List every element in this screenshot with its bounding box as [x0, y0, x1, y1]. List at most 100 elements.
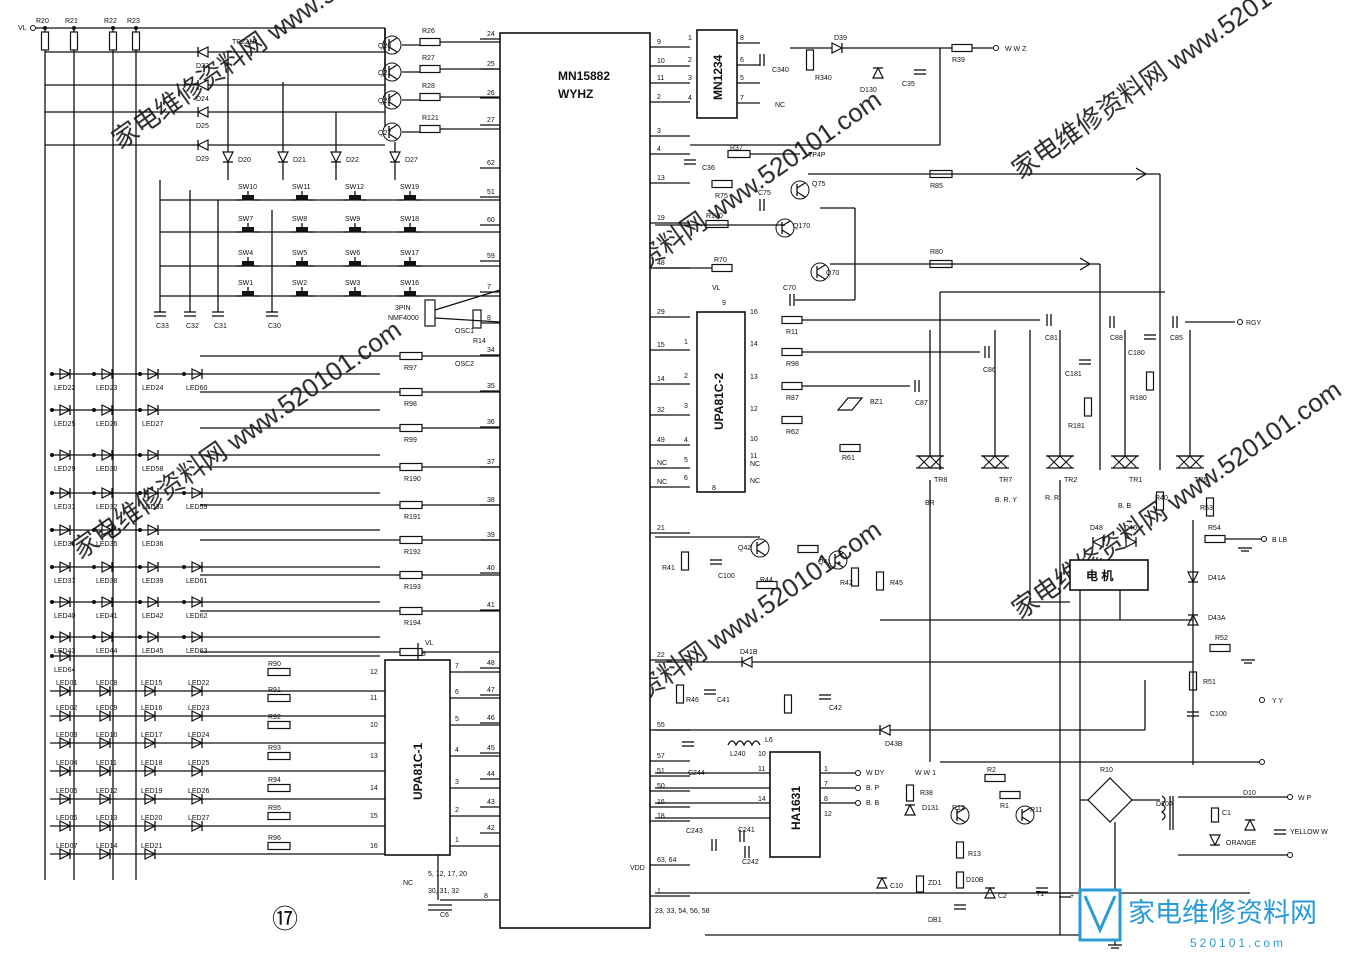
- resistor: [781, 415, 803, 425]
- reg-nc: NC: [775, 102, 785, 109]
- resistor-label: ZD1: [928, 880, 941, 887]
- resistor: [108, 31, 118, 51]
- wire: [956, 816, 966, 823]
- resistor: [267, 667, 291, 677]
- junction-dot: [134, 26, 138, 30]
- switch-label: SW2: [292, 280, 307, 287]
- resistor: [680, 551, 690, 571]
- terminal-icon: [1237, 319, 1243, 325]
- transistor-icon: [750, 538, 770, 558]
- diode-icon: [904, 803, 916, 816]
- led-label: LED35: [96, 541, 118, 548]
- resistor-label: R11: [786, 329, 798, 336]
- diode-icon: [872, 66, 884, 79]
- triac-icon: [981, 455, 1009, 469]
- main-right-pin-number: 48: [657, 260, 665, 267]
- resistor-label: R39: [952, 57, 965, 64]
- wire: [388, 92, 398, 99]
- diode-label: D48: [1090, 525, 1103, 532]
- resistor: [267, 811, 291, 821]
- chip-mn15882: MN15882 WYHZ 242526276251605978343536373…: [455, 31, 710, 929]
- switch-icon: [296, 291, 308, 296]
- cap-label: C244: [688, 770, 705, 777]
- resistor-label: R20: [36, 18, 49, 25]
- resistor: [805, 49, 815, 71]
- ha-pin-number: 1: [824, 766, 828, 773]
- resistor: [267, 783, 291, 793]
- led-label: LED40: [54, 613, 76, 620]
- resistor: [675, 684, 685, 704]
- switch-icon: [349, 261, 361, 266]
- main-left-pin-number: 44: [487, 771, 495, 778]
- led-label: LED23: [188, 705, 210, 712]
- resistor-label: R42: [840, 580, 853, 587]
- cap-label: C42: [829, 705, 842, 712]
- cap-c6: C6: [440, 912, 449, 919]
- led-label: LED04: [56, 760, 78, 767]
- transistor-icon: [382, 35, 402, 55]
- main-left-pin-number: 62: [487, 160, 495, 167]
- transistor-label: Q170: [793, 223, 810, 230]
- diode-label: D39: [834, 35, 847, 42]
- reg-left-pin: 3: [688, 75, 692, 82]
- led-label: LED08: [96, 680, 118, 687]
- wire: [816, 264, 826, 271]
- cap-label: C100: [718, 573, 735, 580]
- resistor-label: R80: [930, 249, 943, 256]
- wire: [796, 191, 806, 198]
- led-label: LED21: [141, 843, 163, 850]
- main-left-pin-number: 8: [487, 315, 491, 322]
- cap-label: C242: [742, 859, 759, 866]
- main-right-pin-number: 3: [657, 128, 661, 135]
- main-right-pin-number: 10: [657, 58, 665, 65]
- buzzer-icon: [836, 397, 864, 411]
- yy-label: Y Y: [1272, 698, 1283, 705]
- r14-label: R14: [473, 338, 486, 345]
- resistor-label: R46: [686, 697, 699, 704]
- main-left-pin-number: 43: [487, 799, 495, 806]
- main-right-pin-number: 14: [657, 376, 665, 383]
- main-right-pin-number: 18: [657, 813, 665, 820]
- led-label: LED15: [141, 680, 163, 687]
- chip-main-sub: WYHZ: [558, 87, 593, 101]
- switch-icon: [242, 227, 254, 232]
- cap-label: C181: [1065, 371, 1082, 378]
- switch-label: SW1: [238, 280, 253, 287]
- cap-label: C100: [1210, 711, 1227, 718]
- drv1-pins: R90127R91116R92105R93134R94143R95152R961…: [267, 661, 500, 851]
- diode-label: D20: [238, 157, 251, 164]
- chip-main-name: MN15882: [558, 69, 610, 83]
- reg-left-pin: 4: [688, 95, 692, 102]
- drv1-nc: NC: [403, 880, 413, 887]
- junction-dot: [111, 26, 115, 30]
- cap-label: C41: [717, 697, 730, 704]
- resistor: [1209, 643, 1231, 653]
- resistor: [40, 31, 50, 51]
- diode-icon: [196, 46, 209, 58]
- led-label: LED33: [142, 504, 164, 511]
- main-left-pin-number: 7: [487, 284, 491, 291]
- ww1-label: W W 1: [915, 770, 936, 777]
- led-label: LED59: [186, 504, 208, 511]
- main-bottom-pins: 23, 33, 54, 56, 58: [655, 908, 710, 915]
- main-left-pin-number: 36: [487, 419, 495, 426]
- diode-label: D41A: [1208, 575, 1226, 582]
- cap-label: C31: [214, 323, 227, 330]
- resistor-label: R51: [1203, 679, 1216, 686]
- terminal-icon: [1259, 759, 1265, 765]
- triac-output: R. R: [1045, 495, 1059, 502]
- led-label: LED62: [186, 613, 208, 620]
- led-label: LED44: [96, 648, 118, 655]
- diode-icon: [330, 151, 342, 164]
- diode-label: D29: [196, 156, 209, 163]
- chip-reg-name: MN1234: [711, 54, 725, 100]
- resistor-label: R38: [920, 790, 933, 797]
- led-label: LED11: [96, 760, 117, 767]
- main-left-pin-number: 25: [487, 61, 495, 68]
- diode-label: D24: [196, 96, 209, 103]
- triac-icon: [916, 455, 944, 469]
